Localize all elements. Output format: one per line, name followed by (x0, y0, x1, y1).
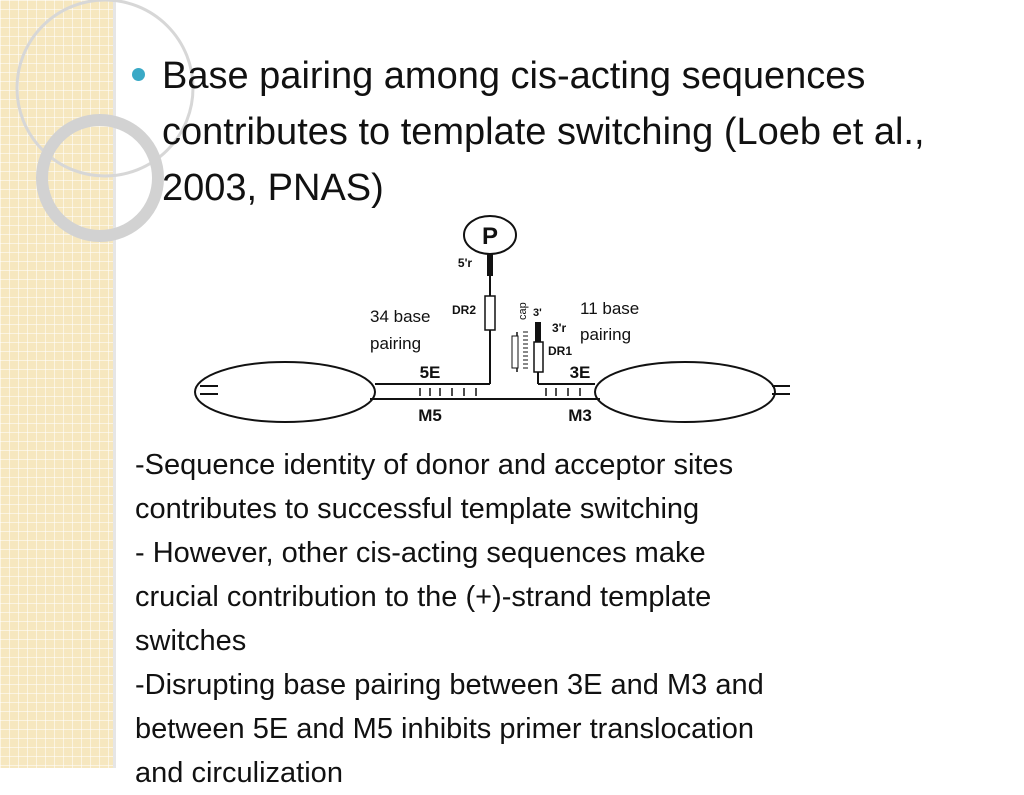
base-pairing-ticks-left (419, 388, 477, 396)
body-line: -Disrupting base pairing between 3E and … (135, 669, 764, 701)
base-pairing-ticks-right (545, 388, 581, 396)
body-line: -Sequence identity of donor and acceptor… (135, 449, 734, 481)
three-e-label: 3E (570, 363, 591, 382)
annotation-right-line2: pairing (580, 325, 631, 344)
five-r-segment (487, 252, 493, 276)
three-r-label: 3'r (552, 321, 567, 335)
m5-label: M5 (418, 406, 442, 425)
annotation-left-line2: pairing (370, 334, 421, 353)
p-label: P (482, 223, 498, 250)
dr2-label: DR2 (452, 303, 476, 317)
dr2-box (484, 295, 496, 331)
ring-large (15, 0, 195, 178)
sidebar-edge (113, 0, 116, 768)
five-e-label: 5E (420, 363, 441, 382)
decorative-rings (15, 0, 195, 242)
cis-acting-diagram: P 5'r DR2 cap 3' 3'r DR1 5E 3E M5 M3 34 … (194, 215, 790, 425)
annotation-left-line1: 34 base (370, 307, 431, 326)
three-r-segment (535, 322, 541, 342)
hatch-marks (523, 331, 528, 369)
body-line: contributes to successful template switc… (135, 493, 700, 525)
body-line: crucial contribution to the (+)-strand t… (135, 581, 712, 613)
body-line: between 5E and M5 inhibits primer transl… (135, 713, 754, 745)
dr1-label: DR1 (548, 344, 572, 358)
cap-label: cap (517, 302, 529, 320)
dr1-box (533, 341, 544, 373)
body-text: -Sequence identity of donor and acceptor… (135, 443, 1005, 789)
right-break-mark (772, 385, 790, 395)
bullet-dot (132, 68, 145, 81)
slide-title: Base pairing among cis-acting sequences … (162, 55, 925, 209)
cap-hatch-box (511, 335, 519, 369)
polymerase-circle (463, 215, 517, 255)
m3-label: M3 (568, 406, 592, 425)
title-block: Base pairing among cis-acting sequences … (130, 48, 990, 209)
ring-small (36, 114, 164, 242)
sidebar-decoration (0, 0, 113, 768)
body-line: - However, other cis-acting sequences ma… (135, 537, 706, 569)
annotation-right-line1: 11 base (580, 299, 639, 318)
body-line: and circulization (135, 757, 343, 789)
body-line: switches (135, 625, 247, 657)
right-ellipse (594, 361, 776, 423)
left-break-mark (200, 385, 218, 395)
left-ellipse (194, 361, 376, 423)
five-r-label: 5'r (458, 256, 473, 270)
three-prime-label: 3' (533, 307, 542, 319)
